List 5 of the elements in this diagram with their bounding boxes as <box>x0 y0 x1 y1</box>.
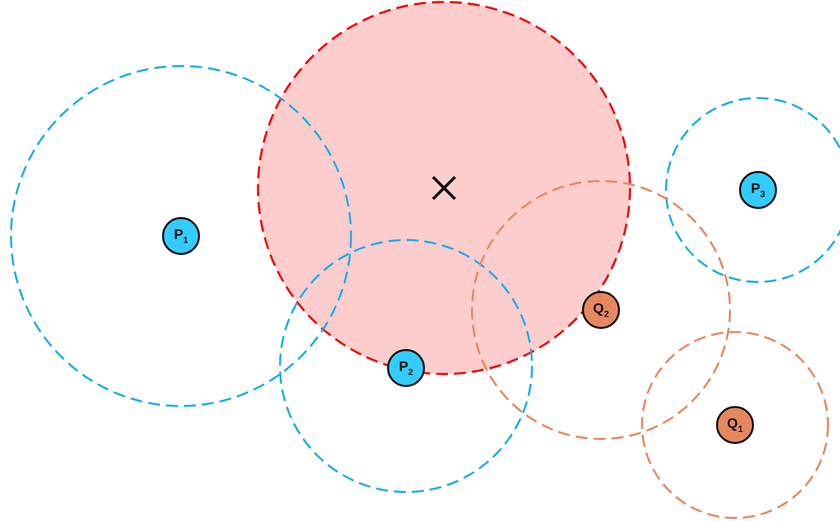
point-circle: P$_{1}$ <box>162 217 200 255</box>
point-circle: P$_{2}$ <box>387 349 425 387</box>
point-circle: Q$_{2}$ <box>582 291 620 329</box>
point-circle: P$_{3}$ <box>739 171 777 209</box>
point-circle: Q$_{1}$ <box>716 406 754 444</box>
